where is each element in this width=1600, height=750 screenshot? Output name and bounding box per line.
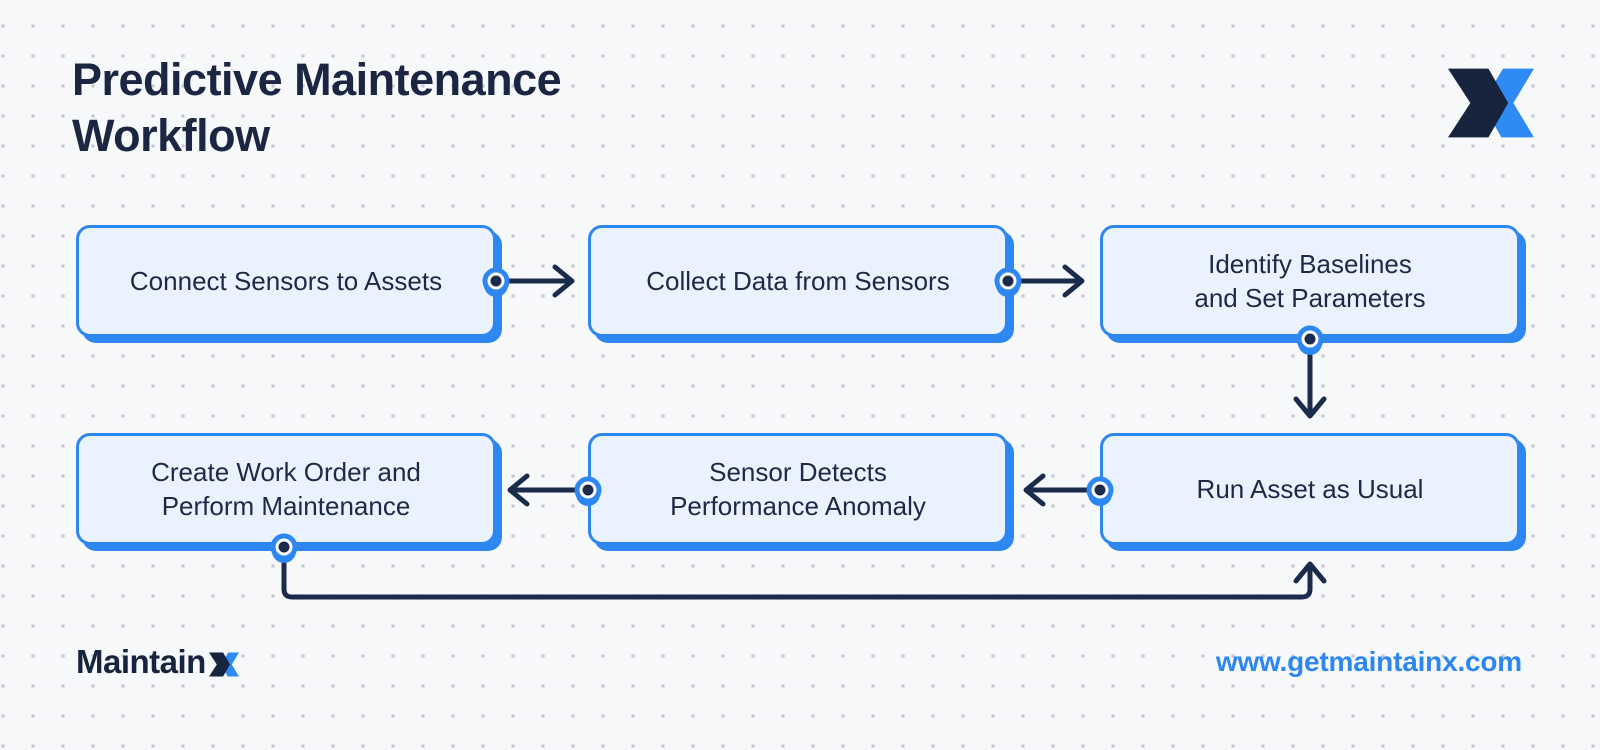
node-create-work-order: Create Work Order and Perform Maintenanc… [76, 433, 496, 545]
maintainx-wordmark: Maintain [76, 642, 239, 682]
edge-create-to-run-loop [281, 551, 1327, 600]
brand-text: Maintain [76, 643, 206, 680]
arrowhead-right-icon [552, 264, 575, 298]
node-label: Performance Anomaly [670, 491, 926, 521]
edge-detect-to-create [507, 473, 580, 507]
node-identify-baselines: Identify Baselines and Set Parameters [1100, 225, 1520, 337]
node-sensor-detects: Sensor Detects Performance Anomaly [588, 433, 1008, 545]
arrowhead-left-icon [1023, 473, 1046, 507]
node-label: Connect Sensors to Assets [129, 266, 443, 296]
node-label: Identify Baselines [1208, 249, 1412, 279]
node-label: Create Work Order and [151, 457, 421, 487]
arrowhead-left-icon [507, 473, 530, 507]
node-collect-data: Collect Data from Sensors [588, 225, 1008, 337]
edge-run-to-detect [1023, 473, 1092, 507]
arrowhead-right-icon [1062, 264, 1085, 298]
edge-collect-to-identify [1012, 264, 1085, 298]
node-label: Run Asset as Usual [1196, 474, 1424, 504]
maintainx-x-icon [1448, 68, 1534, 138]
arrowhead-up-icon [1293, 561, 1327, 584]
edge-connect-to-collect [500, 264, 575, 298]
arrowhead-down-icon [1293, 396, 1327, 419]
maintainx-x-icon [208, 652, 239, 676]
node-connect-sensors: Connect Sensors to Assets [76, 225, 496, 337]
website-url: www.getmaintainx.com [1215, 646, 1522, 677]
node-run-asset: Run Asset as Usual [1100, 433, 1520, 545]
node-label: Sensor Detects [709, 457, 887, 487]
node-label: Collect Data from Sensors [646, 266, 950, 296]
edge-identify-to-run [1293, 346, 1327, 419]
page-title: Predictive Maintenance Workflow [72, 54, 562, 161]
node-label: Perform Maintenance [161, 491, 411, 521]
node-label: and Set Parameters [1194, 283, 1426, 313]
